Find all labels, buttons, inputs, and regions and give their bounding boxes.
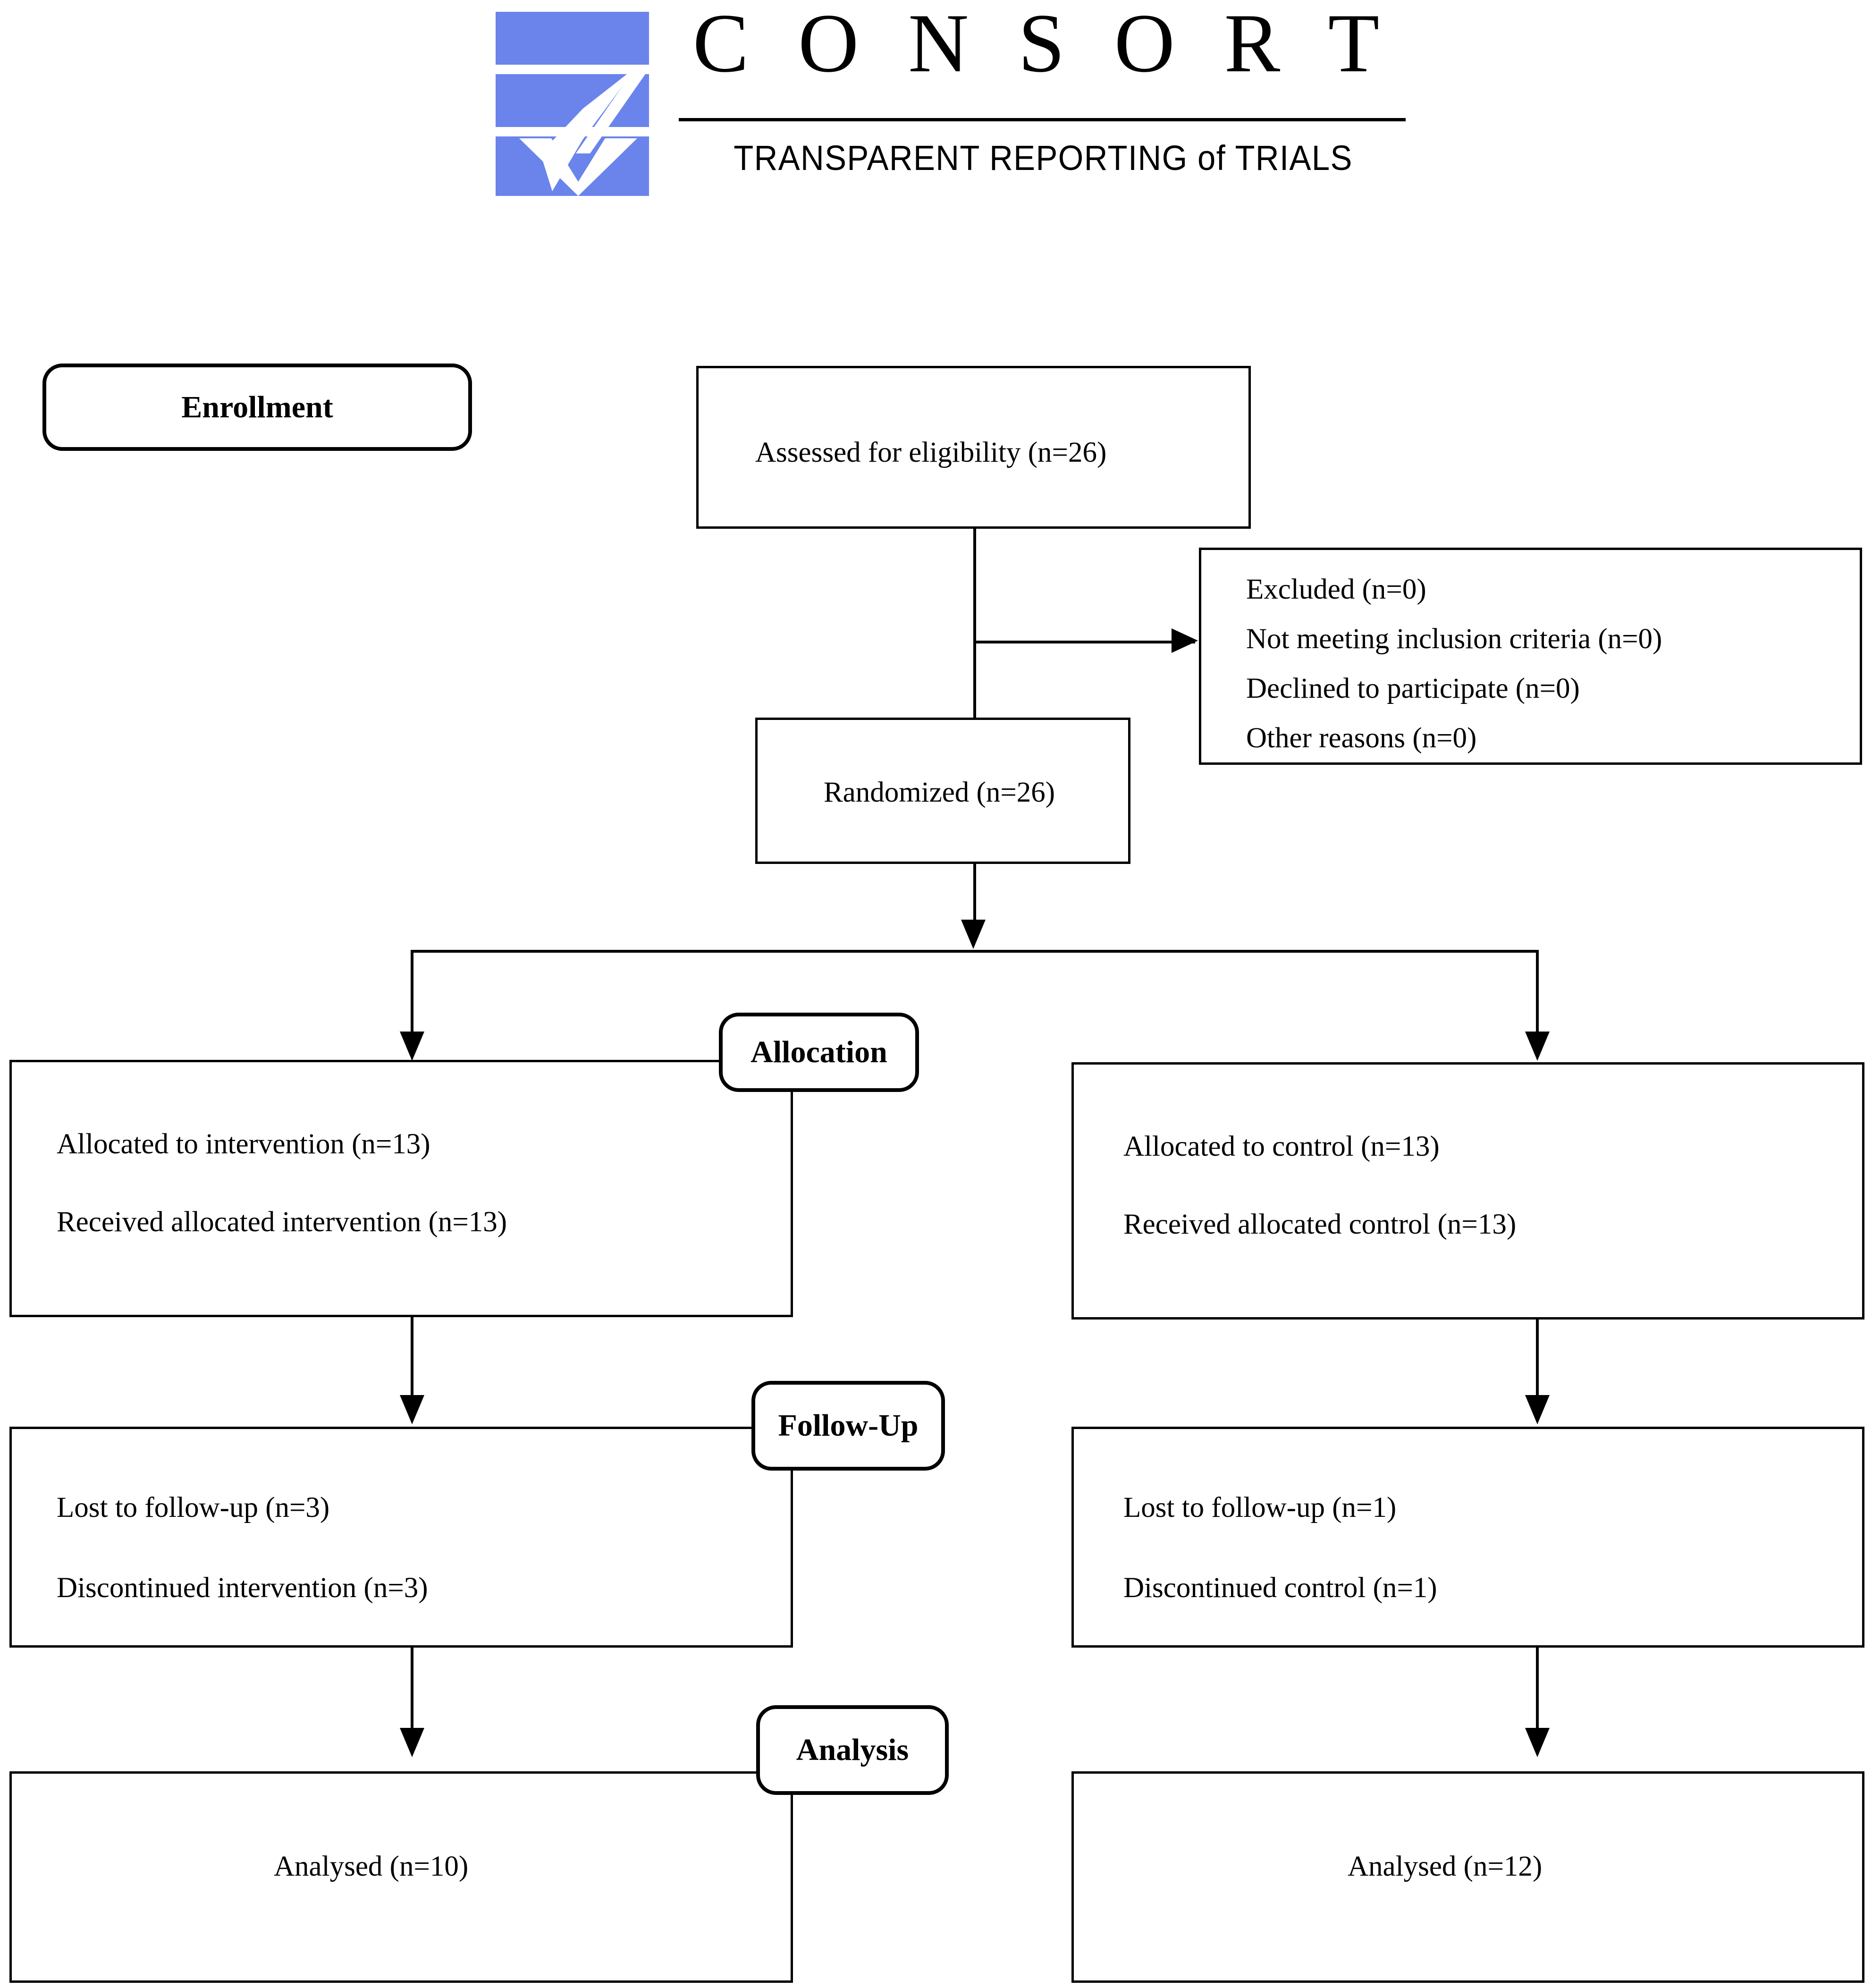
node-allocated-intervention-line-1: Received allocated intervention (n=13)	[57, 1206, 507, 1238]
arrow-allocation-right-icon	[1525, 1032, 1550, 1061]
consort-title: C O N S O R T	[692, 0, 1394, 90]
node-excluded-line-3: Other reasons (n=0)	[1246, 722, 1477, 754]
stage-label-analysis-text: Analysis	[796, 1733, 909, 1767]
node-followup-control-line-1: Discontinued control (n=1)	[1123, 1572, 1437, 1604]
node-excluded-line-2: Declined to participate (n=0)	[1246, 673, 1580, 704]
node-excluded-line-0: Excluded (n=0)	[1246, 574, 1426, 605]
node-followup-intervention-line-0: Lost to follow-up (n=3)	[57, 1492, 330, 1523]
stage-label-followup: Follow-Up	[751, 1381, 945, 1471]
stage-label-followup-text: Follow-Up	[778, 1408, 919, 1443]
node-excluded	[1199, 548, 1862, 765]
node-randomized	[755, 718, 1130, 864]
connector-alloc-left-to-followup	[411, 1317, 413, 1402]
checkmark-icon	[519, 65, 647, 196]
arrow-followup-right-icon	[1525, 1395, 1550, 1424]
node-analysed-control-text: Analysed (n=12)	[1348, 1851, 1543, 1882]
stage-label-allocation: Allocation	[719, 1013, 919, 1092]
arrow-analysis-right-icon	[1525, 1728, 1550, 1757]
stage-label-enrollment: Enrollment	[42, 364, 472, 451]
stage-label-enrollment-text: Enrollment	[181, 389, 333, 424]
stage-label-allocation-text: Allocation	[750, 1035, 887, 1069]
node-followup-intervention	[9, 1427, 793, 1648]
connector-followup-left-to-analysis	[411, 1648, 413, 1735]
arrow-to-excluded-icon	[1172, 628, 1198, 653]
logo-divider	[679, 118, 1406, 121]
connector-assessed-to-excluded	[973, 641, 1195, 643]
consort-tagline: TRANSPARENT REPORTING of TRIALS	[734, 138, 1353, 178]
consort-wordmark: C O N S O R T TRANSPARENT REPORTING of T…	[675, 1, 1411, 194]
split-right-drop-allocation	[1536, 950, 1539, 1051]
connector-alloc-right-to-followup	[1536, 1320, 1539, 1402]
logo-bar-top	[496, 12, 649, 65]
arrow-randomized-down-icon	[961, 920, 986, 949]
node-followup-control-line-0: Lost to follow-up (n=1)	[1123, 1492, 1397, 1523]
node-assessed-for-eligibility	[696, 366, 1251, 529]
node-followup-intervention-line-1: Discontinued intervention (n=3)	[57, 1572, 428, 1604]
node-assessed-for-eligibility-text: Assessed for eligibility (n=26)	[755, 437, 1107, 468]
node-randomized-text: Randomized (n=26)	[824, 777, 1055, 808]
node-followup-control	[1071, 1427, 1864, 1648]
node-allocated-control-line-0: Allocated to control (n=13)	[1123, 1131, 1440, 1162]
node-allocated-intervention	[9, 1060, 793, 1317]
arrow-followup-left-icon	[400, 1395, 424, 1424]
node-analysed-control	[1071, 1771, 1864, 1983]
arrow-allocation-left-icon	[400, 1032, 424, 1061]
node-excluded-line-1: Not meeting inclusion criteria (n=0)	[1246, 623, 1662, 655]
node-allocated-control	[1071, 1062, 1864, 1320]
connector-randomized-down	[973, 864, 976, 921]
consort-logo: C O N S O R T TRANSPARENT REPORTING of T…	[481, 1, 1421, 203]
split-left-drop-allocation	[411, 950, 413, 1051]
connector-assessed-to-randomized	[973, 529, 976, 718]
node-analysed-intervention	[9, 1771, 793, 1983]
split-bar-allocation	[411, 950, 1539, 953]
consort-logo-mark-icon	[496, 12, 649, 196]
node-analysed-intervention-text: Analysed (n=10)	[274, 1851, 469, 1882]
node-allocated-intervention-line-0: Allocated to intervention (n=13)	[57, 1128, 430, 1160]
node-allocated-control-line-1: Received allocated control (n=13)	[1123, 1209, 1517, 1240]
connector-followup-right-to-analysis	[1536, 1648, 1539, 1735]
stage-label-analysis: Analysis	[756, 1705, 949, 1795]
arrow-analysis-left-icon	[400, 1728, 424, 1757]
